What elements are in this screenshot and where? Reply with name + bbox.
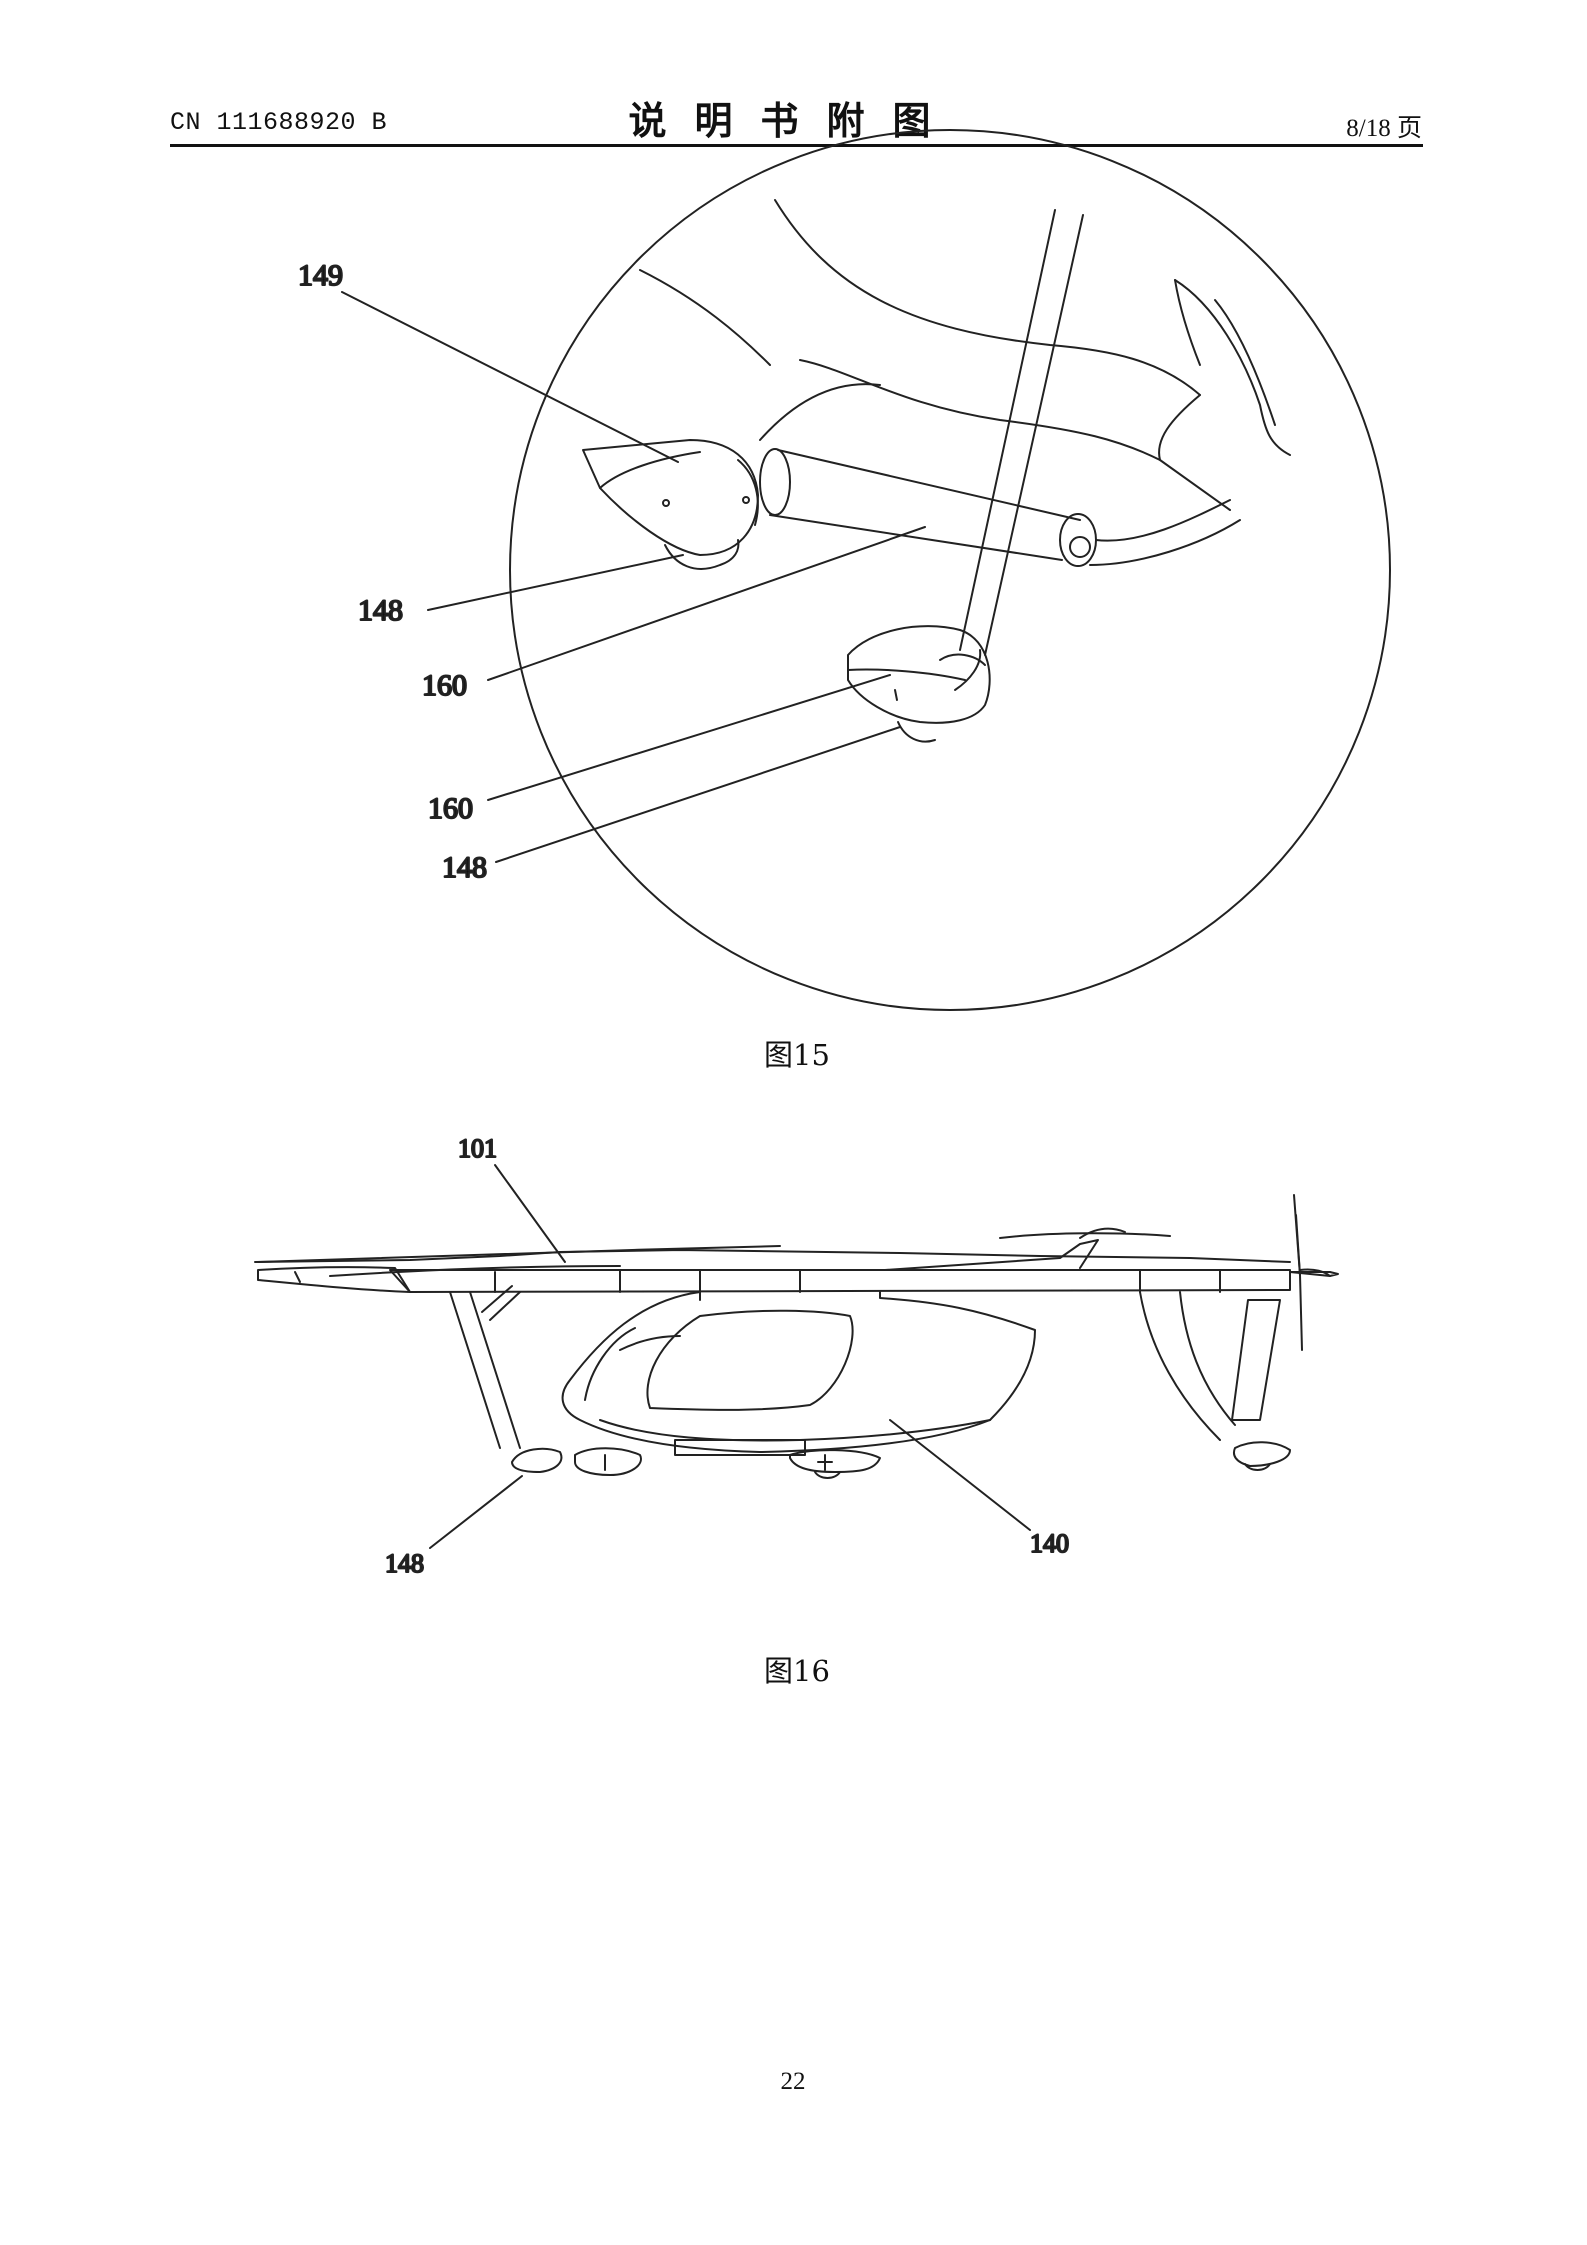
page-number: 22 <box>780 2068 806 2095</box>
figure-15-caption: 图15 <box>764 1038 830 1072</box>
fig15-label-148-upper: 148 <box>358 594 403 627</box>
page-counter: 8/18 页 <box>1346 115 1422 142</box>
fig16-label-101: 101 <box>458 1134 497 1163</box>
fig15-label-160-lower: 160 <box>428 792 473 825</box>
fig15-label-148-lower: 148 <box>442 851 487 884</box>
figure-16-caption: 图16 <box>764 1654 830 1688</box>
fig16-label-140: 140 <box>1030 1529 1069 1558</box>
fig15-label-149: 149 <box>298 259 343 292</box>
fig16-label-148: 148 <box>385 1549 424 1578</box>
fig15-label-160-upper: 160 <box>422 669 467 702</box>
detail-view-circle <box>509 129 1391 1011</box>
detail-view-contents <box>582 199 1291 743</box>
header-rule <box>170 144 1423 147</box>
figure-15-leader-lines <box>341 291 926 863</box>
patent-number: CN 111688920 B <box>170 108 388 137</box>
figure-16-leader-lines <box>429 1164 1031 1549</box>
figure-16-drawing: 101 148 140 <box>254 1133 1339 1579</box>
figure-15-drawing: 149 148 160 160 148 <box>297 129 1391 1011</box>
